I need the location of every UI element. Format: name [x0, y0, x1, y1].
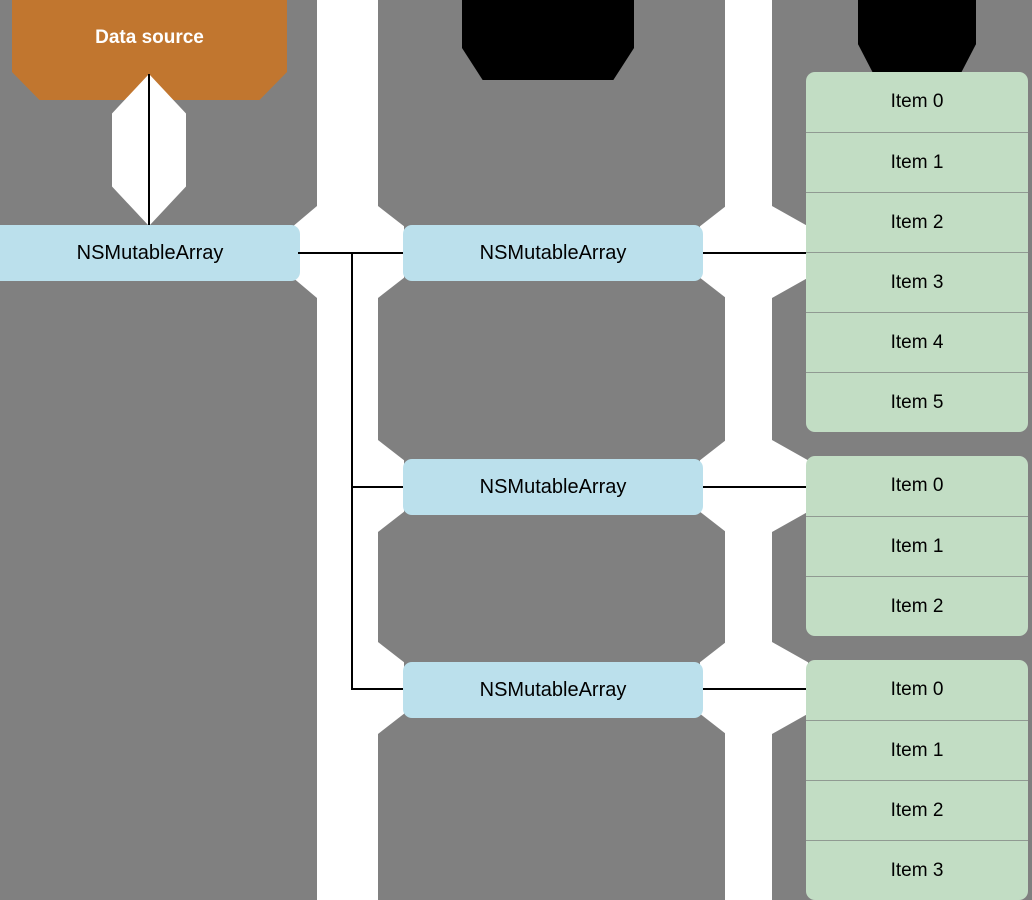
connector-trunk-to-section-1 — [351, 486, 408, 488]
section-array-box-1[interactable]: NSMutableArray — [403, 459, 703, 515]
list-item[interactable]: Item 0 — [890, 679, 944, 700]
list-item[interactable]: Item 4 — [806, 312, 1028, 372]
arrow-data-source-center-line — [148, 74, 150, 228]
item-group-0: Item 0 Item 1 Item 2 Item 3 Item 4 Item … — [806, 72, 1028, 432]
list-item[interactable]: Item 1 — [806, 516, 1028, 576]
list-item[interactable]: Item 1 — [806, 132, 1028, 192]
gutter-data-source-to-sections — [317, 0, 378, 900]
list-item[interactable]: Item 0 — [890, 475, 944, 496]
list-item[interactable]: Item 3 — [806, 840, 1028, 900]
section-array-label-2: NSMutableArray — [479, 678, 627, 701]
root-array-box[interactable]: NSMutableArray — [0, 225, 300, 281]
column-panel-sections — [378, 0, 725, 900]
connector-section-1-to-items — [700, 486, 812, 488]
column-header-sections: Sections — [462, 0, 634, 80]
list-item[interactable]: Item 2 — [806, 192, 1028, 252]
list-item[interactable]: Item 0 — [890, 91, 944, 112]
connector-trunk-vertical — [351, 252, 353, 690]
connector-trunk-to-section-2 — [351, 688, 408, 690]
root-array-label: NSMutableArray — [76, 241, 224, 264]
connector-section-0-to-items — [700, 252, 812, 254]
column-header-items-label: Items — [892, 19, 942, 40]
list-item[interactable]: Item 1 — [806, 720, 1028, 780]
connector-section-2-to-items — [700, 688, 812, 690]
column-header-data-source-label: Data source — [95, 27, 204, 48]
gutter-sections-to-items — [725, 0, 772, 900]
column-header-items: Items — [858, 0, 976, 76]
list-item[interactable]: Item 2 — [806, 780, 1028, 840]
list-item[interactable]: Item 2 — [806, 576, 1028, 636]
list-item[interactable]: Item 3 — [806, 252, 1028, 312]
item-group-1: Item 0 Item 1 Item 2 — [806, 456, 1028, 636]
item-group-2: Item 0 Item 1 Item 2 Item 3 — [806, 660, 1028, 900]
section-array-label-0: NSMutableArray — [479, 241, 627, 264]
connector-root-to-trunk — [298, 252, 408, 254]
section-array-box-2[interactable]: NSMutableArray — [403, 662, 703, 718]
section-array-label-1: NSMutableArray — [479, 475, 627, 498]
section-array-box-0[interactable]: NSMutableArray — [403, 225, 703, 281]
list-item[interactable]: Item 5 — [806, 372, 1028, 432]
column-header-sections-label: Sections — [508, 21, 588, 42]
